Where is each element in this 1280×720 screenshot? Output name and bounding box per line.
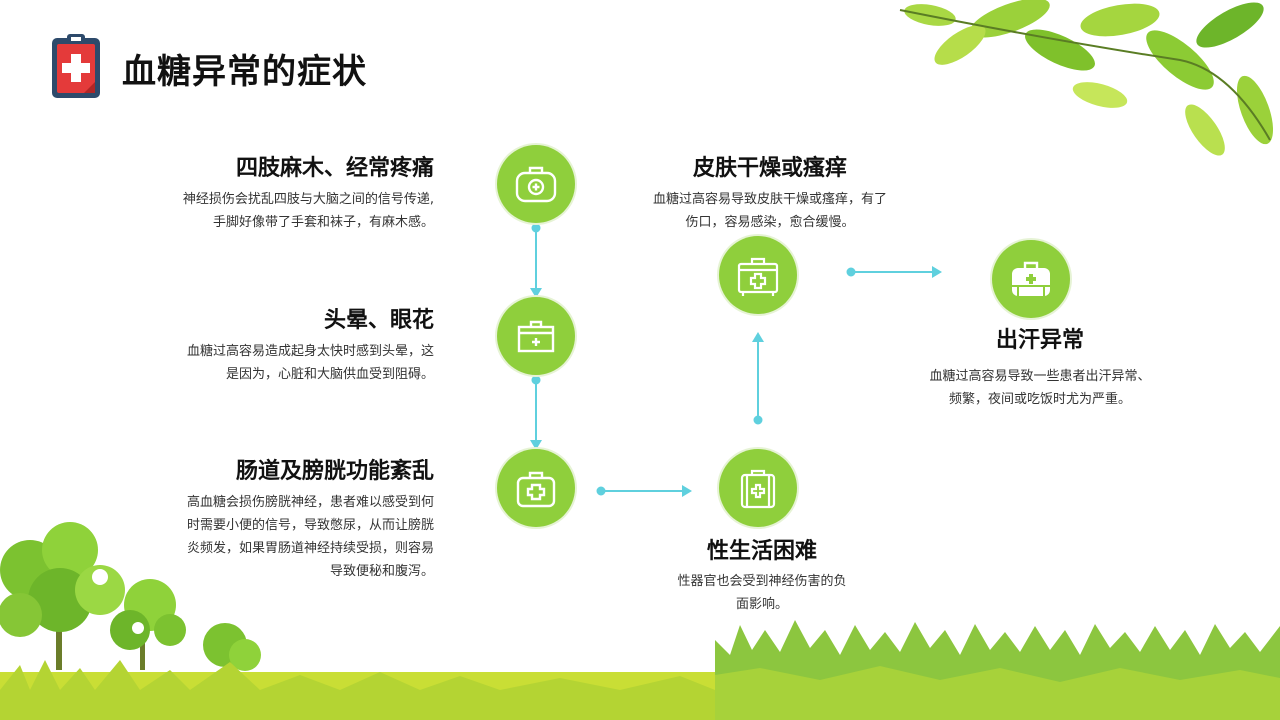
symptom-title-2: 头晕、眼花 (323, 308, 434, 333)
medical-kit-icon (515, 166, 557, 203)
trees-decoration (0, 522, 261, 671)
symptom-title-6: 出汗异常 (995, 328, 1084, 353)
grass-decoration (0, 620, 1280, 720)
symptom-desc-3: 高血糖会损伤膀胱神经，患者难以感受到何 时需要小便的信号，导致憋尿，从而让膀胱 … (186, 495, 434, 579)
symptom-title-4: 性生活困难 (706, 539, 817, 564)
node-6 (992, 240, 1070, 318)
symptom-desc-6: 血糖过高容易导致一些患者出汗异常、 频繁，夜间或吃饭时尤为严重。 (929, 369, 1151, 407)
leaves-decoration (899, 0, 1274, 156)
first-aid-box-icon (517, 320, 555, 353)
page-title: 血糖异常的症状 (122, 52, 367, 92)
node-1 (497, 145, 575, 223)
node-3 (497, 449, 575, 527)
symptom-title-3: 肠道及膀胱功能紊乱 (235, 459, 434, 484)
symptom-title-1: 四肢麻木、经常疼痛 (235, 156, 434, 181)
medical-case-icon (740, 469, 776, 509)
symptom-desc-5: 血糖过高容易导致皮肤干燥或瘙痒，有了 伤口，容易感染，愈合缓慢。 (652, 192, 887, 230)
symptom-title-5: 皮肤干燥或瘙痒 (692, 156, 847, 181)
node-4 (719, 449, 797, 527)
medicine-chest-icon (737, 257, 779, 296)
clipboard-logo-icon (50, 32, 102, 100)
node-2 (497, 297, 575, 375)
symptom-desc-4: 性器官也会受到神经伤害的负 面影响。 (677, 574, 847, 612)
symptom-desc-1: 神经损伤会扰乱四肢与大脑之间的信号传递, 手脚好像带了手套和袜子，有麻木感。 (182, 192, 434, 230)
flow-connectors (530, 223, 942, 497)
node-5 (719, 236, 797, 314)
symptom-desc-2: 血糖过高容易造成起身太快时感到头晕，这 是因为，心脏和大脑供血受到阻碍。 (186, 344, 434, 382)
medical-bag-icon (516, 471, 556, 508)
doctor-bag-icon (1012, 261, 1050, 296)
